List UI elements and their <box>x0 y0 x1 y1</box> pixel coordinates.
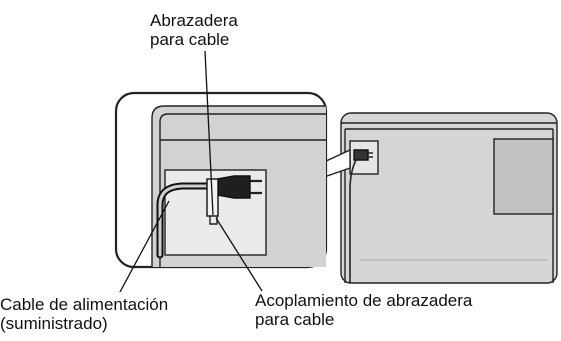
label-power-cable-line-1: Cable de alimentación <box>0 295 169 314</box>
display-small-cable <box>349 159 357 283</box>
label-clamp-attachment: Acoplamiento de abrazadera para cable <box>255 291 472 329</box>
label-cable-clamp-line-1: Abrazadera <box>150 11 238 30</box>
label-clamp-attachment-line-2: para cable <box>255 310 335 329</box>
power-cable-highlight <box>158 184 214 257</box>
leader-clamp-attachment <box>215 217 263 292</box>
display-panel-block <box>493 138 554 215</box>
label-power-cable: Cable de alimentación (suministrado) <box>0 295 168 333</box>
plug-prongs <box>250 179 262 195</box>
zoom-detail <box>114 91 328 269</box>
label-clamp-attachment-line-1: Acoplamiento de abrazadera <box>255 291 473 310</box>
zoom-panel-edge <box>151 105 326 267</box>
leader-lines <box>119 50 263 293</box>
display-small-plug <box>353 149 369 161</box>
display-back <box>340 112 558 284</box>
leader-clamp <box>204 50 214 216</box>
label-cable-clamp-line-2: para cable <box>150 30 230 49</box>
label-cable-clamp: Abrazadera para cable <box>150 11 238 49</box>
display-small-prongs <box>368 152 373 158</box>
label-power-cable-line-2: (suministrado) <box>0 314 108 333</box>
zoom-panel-edge-inner <box>159 113 326 267</box>
leader-power-cable <box>119 200 170 293</box>
